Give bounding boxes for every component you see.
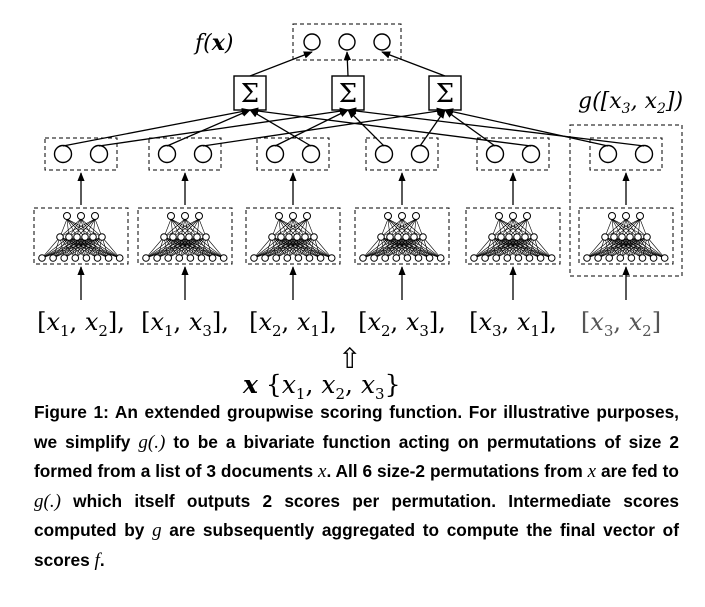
caption-math: x xyxy=(318,461,327,482)
output-node xyxy=(373,33,391,51)
score-node xyxy=(89,144,109,164)
neural-network-g xyxy=(578,207,674,265)
permutation-label: [x2, x3], xyxy=(358,308,446,340)
sum-to-output-arrow xyxy=(249,51,313,77)
caption-text: . xyxy=(99,549,105,570)
side-label: g([x3, x2]) xyxy=(578,89,683,117)
groupwise-scoring-diagram: f(x) g([x3, x2]) Σ Σ Σ [x1, x2], [x1, x3], [… xyxy=(33,23,683,400)
sum-node: Σ xyxy=(331,75,365,111)
score-to-sum-arrow xyxy=(249,109,312,147)
score-node xyxy=(521,144,541,164)
score-node xyxy=(193,144,213,164)
permutation-column xyxy=(245,137,341,265)
sum-node: Σ xyxy=(233,75,267,111)
sum-symbol: Σ xyxy=(241,79,259,109)
score-to-sum-arrow xyxy=(444,108,609,147)
score-node xyxy=(53,144,73,164)
score-node xyxy=(374,144,394,164)
output-node xyxy=(338,33,356,51)
score-node xyxy=(598,144,618,164)
figure-caption: Figure 1: An extended groupwise scoring … xyxy=(34,398,679,575)
permutation-column xyxy=(578,137,674,265)
neural-network-g xyxy=(465,207,561,265)
permutation-label: [x3, x2] xyxy=(581,308,661,340)
permutation-label: [x1, x3], xyxy=(141,308,229,340)
neural-network-g xyxy=(33,207,129,265)
score-to-sum-arrow xyxy=(62,107,251,147)
caption-text: are subsequently aggregated to compute t… xyxy=(34,520,679,570)
caption-math: g xyxy=(152,520,162,541)
caption-label: Figure 1: xyxy=(34,402,109,422)
score-node xyxy=(157,144,177,164)
caption-math: g(.) xyxy=(34,490,61,512)
score-to-sum-arrow xyxy=(249,107,532,147)
caption-math: x xyxy=(587,461,597,482)
output-node xyxy=(303,33,321,51)
score-box xyxy=(365,137,439,171)
input-label: x{x1, x2, x3} xyxy=(242,370,401,400)
score-to-sum-arrow xyxy=(347,109,385,147)
score-node xyxy=(301,144,321,164)
score-to-sum-arrow xyxy=(166,109,251,147)
output-label: f(x) xyxy=(193,30,233,56)
sum-symbol: Σ xyxy=(436,79,454,109)
score-to-sum-arrow xyxy=(274,109,349,147)
score-node xyxy=(410,144,430,164)
score-to-sum-arrow xyxy=(202,107,446,147)
neural-network-g xyxy=(354,207,450,265)
input-arrow: ⇧ xyxy=(338,342,361,375)
score-box xyxy=(44,137,118,171)
score-node xyxy=(634,144,654,164)
score-box xyxy=(256,137,330,171)
caption-math: g(.) xyxy=(138,431,166,453)
caption-text: which itself outputs 2 scores per permut… xyxy=(34,490,679,541)
permutation-column xyxy=(465,137,561,265)
sum-to-output-arrow xyxy=(343,51,351,77)
caption-math: f xyxy=(94,549,100,571)
score-node xyxy=(485,144,505,164)
permutation-column xyxy=(33,137,129,265)
neural-network-g xyxy=(137,207,233,265)
highlight-box xyxy=(569,124,683,277)
score-to-sum-arrow xyxy=(419,109,446,147)
permutation-label: [x3, x1], xyxy=(469,308,557,340)
caption-text: An extended groupwise scoring function. … xyxy=(34,402,679,452)
score-to-sum-arrow xyxy=(98,107,349,147)
permutation-column xyxy=(354,137,450,265)
score-box xyxy=(589,137,663,171)
sum-to-output-arrow xyxy=(381,51,446,77)
score-box xyxy=(476,137,550,171)
score-node xyxy=(265,144,285,164)
permutation-label: [x1, x2], xyxy=(37,308,125,340)
caption-text: to be a bivariate function acting on per… xyxy=(34,431,679,482)
sum-node: Σ xyxy=(428,75,462,111)
sum-symbol: Σ xyxy=(339,79,357,109)
neural-network-g xyxy=(245,207,341,265)
output-nodes xyxy=(303,33,391,51)
caption-text: . All 6 size-2 permutations from xyxy=(326,461,583,481)
caption-text: are fed to xyxy=(600,461,679,481)
permutation-label: [x2, x1], xyxy=(249,308,337,340)
permutation-column xyxy=(137,137,233,265)
score-to-sum-arrow xyxy=(347,107,645,147)
score-box xyxy=(148,137,222,171)
